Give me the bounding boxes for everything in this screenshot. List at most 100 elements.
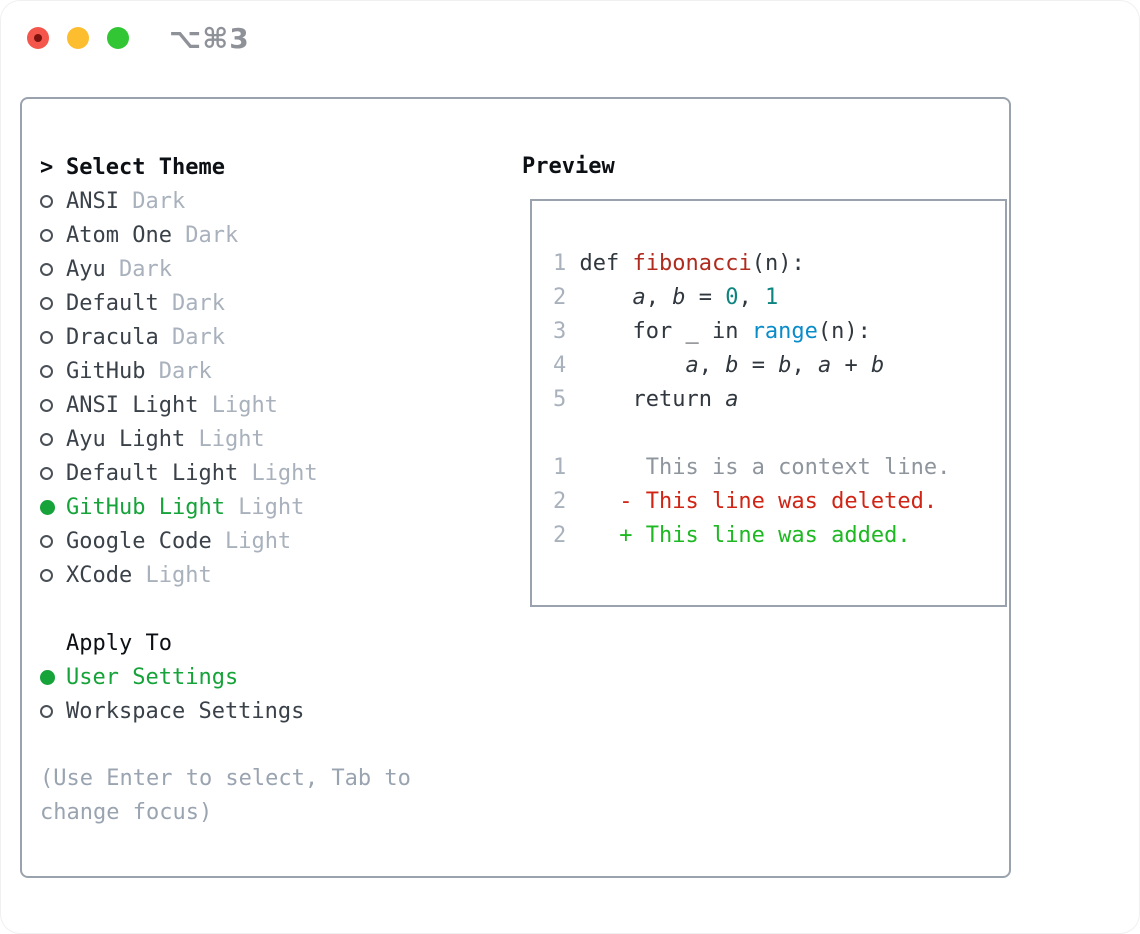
apply-to-option[interactable]: User Settings [40, 660, 490, 694]
code-token: , [698, 353, 726, 378]
theme-variant: Light [224, 528, 292, 554]
code-token: for _ in [579, 319, 752, 344]
theme-option[interactable]: Ayu Light Light [40, 422, 490, 456]
code-token: = [738, 353, 779, 378]
theme-option[interactable]: Default Light Light [40, 456, 490, 490]
radio-icon[interactable] [40, 262, 53, 276]
radio-icon[interactable] [40, 194, 53, 208]
preview-column: Preview 1 def fibonacci(n):2 a, b = 0, 1… [502, 150, 1007, 607]
theme-name: Google Code [66, 528, 225, 554]
code-token: 1 [553, 455, 567, 480]
code-line: 2 + This line was added. [553, 519, 1005, 553]
theme-option[interactable]: XCode Light [40, 558, 490, 592]
code-token: b [778, 353, 792, 378]
theme-name: Default Light [66, 460, 252, 486]
radio-icon[interactable] [40, 704, 53, 718]
apply-to-label: User Settings [66, 664, 239, 690]
radio-icon[interactable] [40, 432, 53, 446]
code-token: return [579, 387, 726, 412]
apply-to-label: Workspace Settings [66, 698, 305, 724]
cursor-icon: > [40, 154, 54, 180]
code-token: 4 [553, 353, 580, 378]
radio-icon[interactable] [40, 568, 53, 582]
code-line: 1 def fibonacci(n): [553, 247, 1005, 281]
code-blank-line [553, 417, 1005, 451]
theme-option[interactable]: GitHub Light Light [40, 490, 490, 524]
theme-variant: Dark [132, 188, 186, 214]
theme-list-title: Select Theme [66, 154, 225, 180]
code-token: 0 [725, 285, 739, 310]
code-token: 1 [764, 285, 779, 310]
code-token: fibonacci [632, 251, 752, 276]
theme-option[interactable]: Default Dark [40, 286, 490, 320]
code-line: 3 for _ in range(n): [553, 315, 1005, 349]
theme-variant: Dark [171, 290, 225, 316]
titlebar: ⌥⌘3 [27, 22, 250, 55]
radio-icon[interactable] [40, 466, 53, 480]
theme-list-header: > Select Theme [40, 150, 490, 184]
theme-option[interactable]: Atom One Dark [40, 218, 490, 252]
code-token: This is a context line. [566, 455, 951, 480]
code-line: 4 a, b = b, a + b [553, 349, 1005, 383]
theme-variant: Dark [118, 256, 172, 282]
radio-icon[interactable] [40, 228, 53, 242]
radio-icon[interactable] [40, 296, 53, 310]
code-line: 2 a, b = 0, 1 [553, 281, 1005, 315]
apply-to-title: Apply To [66, 630, 172, 656]
radio-selected-icon[interactable] [40, 669, 55, 685]
theme-variant: Light [238, 494, 305, 520]
radio-icon[interactable] [40, 364, 53, 378]
code-line: 5 return a [553, 383, 1005, 417]
radio-selected-icon[interactable] [40, 499, 55, 515]
code-token: 5 [553, 387, 580, 412]
code-token: a [685, 353, 699, 378]
theme-variant: Light [251, 460, 318, 486]
close-button-icon[interactable] [27, 27, 49, 49]
preview-title: Preview [522, 154, 615, 179]
theme-name: GitHub Light [66, 494, 239, 520]
theme-variant: Dark [171, 324, 225, 350]
code-token: 1 [553, 251, 580, 276]
theme-option[interactable]: ANSI Light Light [40, 388, 490, 422]
code-token: 2 [553, 523, 567, 548]
code-token: a [817, 353, 832, 378]
theme-option[interactable]: GitHub Dark [40, 354, 490, 388]
theme-option[interactable]: ANSI Dark [40, 184, 490, 218]
code-token [580, 285, 633, 310]
code-token: - This line was deleted. [566, 489, 938, 514]
maximize-button-icon[interactable] [107, 27, 129, 49]
theme-name: ANSI Light [66, 392, 212, 418]
theme-variant: Dark [158, 358, 212, 384]
radio-icon[interactable] [40, 330, 53, 344]
code-token: , [645, 285, 673, 310]
theme-name: Ayu [66, 256, 119, 282]
theme-option[interactable]: Ayu Dark [40, 252, 490, 286]
theme-variant: Dark [185, 222, 239, 248]
theme-option[interactable]: Dracula Dark [40, 320, 490, 354]
radio-icon[interactable] [40, 534, 53, 548]
code-token: def [579, 251, 633, 276]
code-token: range [751, 319, 818, 344]
theme-name: GitHub [66, 358, 159, 384]
code-token: (n): [751, 251, 805, 276]
theme-option[interactable]: Google Code Light [40, 524, 490, 558]
theme-variant: Light [198, 426, 265, 452]
theme-name: Dracula [66, 324, 172, 350]
code-token: b [672, 285, 686, 310]
apply-to-option[interactable]: Workspace Settings [40, 694, 490, 728]
theme-name: Ayu Light [66, 426, 199, 452]
code-token: a [632, 285, 646, 310]
code-token: a [725, 387, 739, 412]
theme-name: ANSI [66, 188, 133, 214]
minimize-button-icon[interactable] [67, 27, 89, 49]
radio-icon[interactable] [40, 398, 53, 412]
code-token: 3 [553, 319, 580, 344]
theme-variant: Light [145, 562, 212, 588]
code-token: (n): [817, 319, 871, 344]
code-token: + This line was added. [566, 523, 911, 548]
